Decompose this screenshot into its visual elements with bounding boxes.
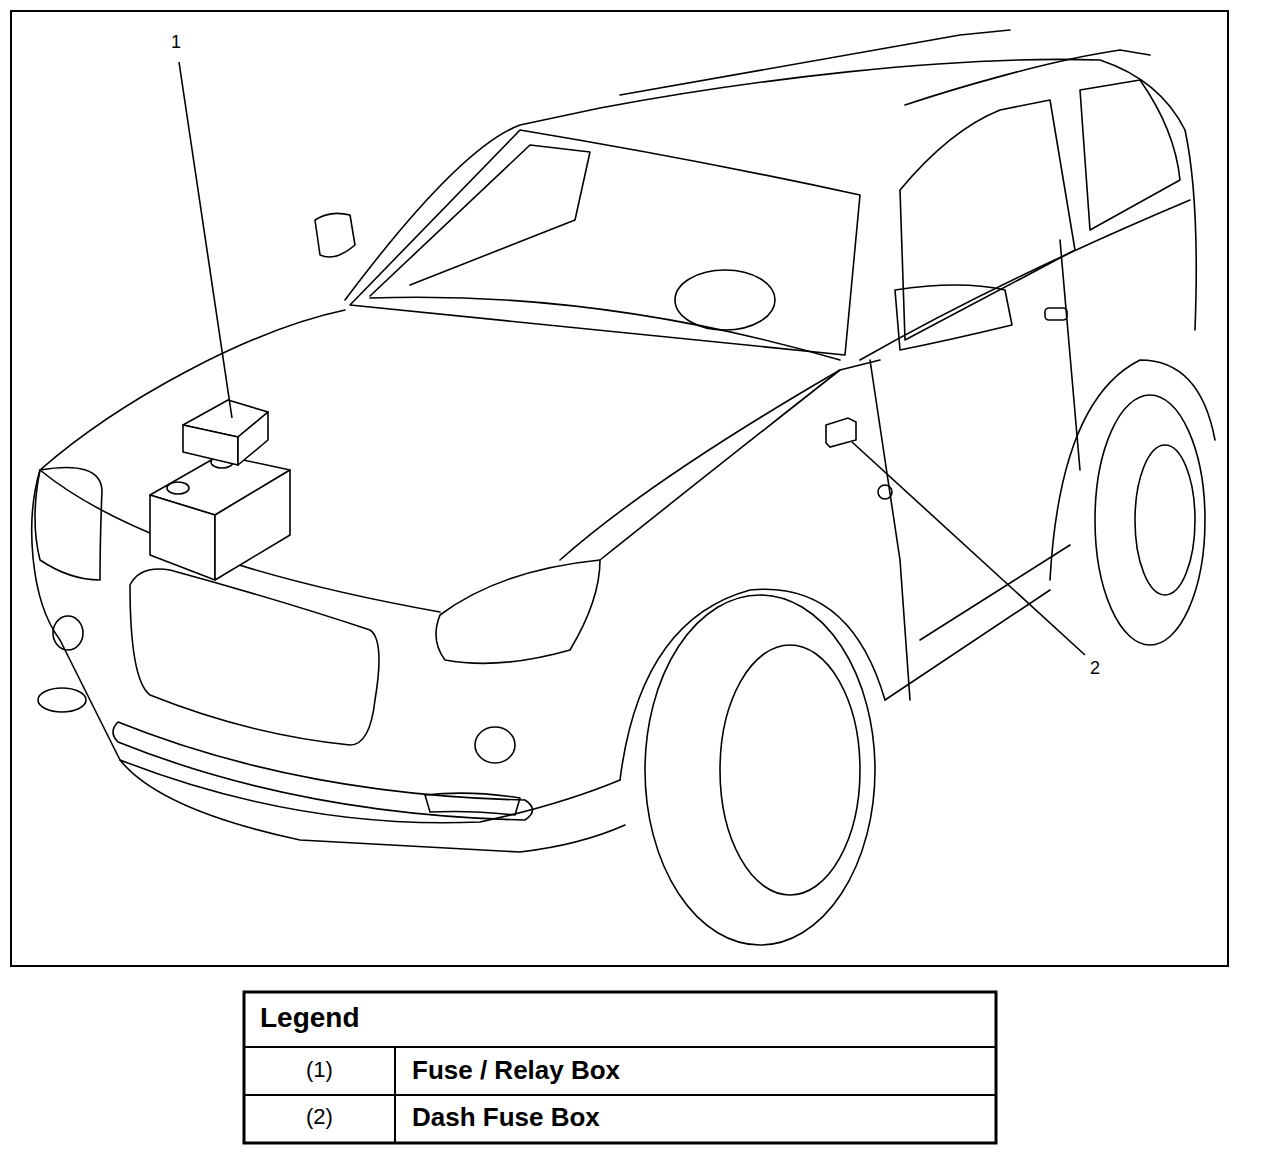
battery [150,455,290,580]
table-cell: Fuse / Relay Box [412,1056,620,1086]
table-cell: (2) [306,1104,333,1129]
callout-number: 2 [1090,658,1100,679]
leader-line [179,62,232,418]
dash-fuse-box [826,418,856,447]
table-cell: (1) [306,1057,333,1082]
leader-line [852,442,1085,655]
vehicle-outline [32,30,1215,945]
figure-frame [11,11,1228,966]
table-cell: Dash Fuse Box [412,1103,600,1133]
fuse-relay-box [183,400,268,465]
legend-heading: Legend [260,1002,360,1034]
legend-table [244,992,996,1143]
callout-number: 1 [171,32,181,53]
